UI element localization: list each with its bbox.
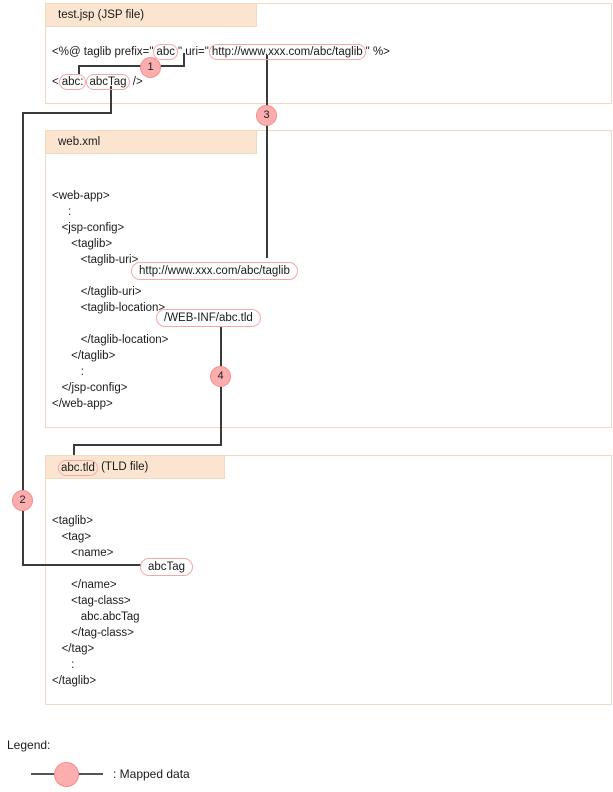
jsp-code-line-1: <%@ taglib prefix="abc" uri="http://www.… <box>52 44 390 60</box>
pill-jsp-prefix-abc: abc <box>153 44 178 60</box>
panel-suffix-abc-tld: (TLD file) <box>101 461 149 473</box>
webxml-code-l9: </taglib-location> <box>52 334 169 346</box>
webxml-code: <web-app> : <jsp-config> <taglib> <tagli… <box>52 188 168 412</box>
marker-4: 4 <box>210 366 231 387</box>
webxml-code-l2: <jsp-config> <box>52 222 125 234</box>
pill-jsp-abctag: abcTag <box>86 74 130 90</box>
webxml-code-l6: </taglib-uri> <box>52 286 142 298</box>
jsp-line1-post: " %> <box>365 46 390 58</box>
tld-code-l7: </tag-class> <box>52 627 134 639</box>
connector-1-seg-right <box>183 53 185 67</box>
panel-header-web-xml: web.xml <box>45 130 257 154</box>
connector-3-vertical <box>266 55 268 258</box>
jsp-line1-pre: <%@ taglib prefix=" <box>52 46 154 58</box>
jsp-code-line-2: <abc:abcTag /> <box>52 74 143 90</box>
tld-code-l8: </tag> <box>52 643 95 655</box>
panel-abc-tld <box>45 455 612 705</box>
marker-1: 1 <box>140 57 161 78</box>
webxml-code-l7: <taglib-location> <box>52 302 166 314</box>
tld-code-l6: abc.abcTag <box>52 611 140 623</box>
legend-entry-text: : Mapped data <box>113 767 190 781</box>
panel-title-web-xml: web.xml <box>58 136 101 148</box>
jsp-line1-mid: " uri=" <box>177 46 209 58</box>
pill-jsp-tagprefix-abc: abc: <box>58 74 87 90</box>
tld-code-l5: <tag-class> <box>52 595 131 607</box>
tld-code-l10: </taglib> <box>52 675 97 687</box>
jsp-line2-post: /> <box>129 76 143 88</box>
panel-suffix-test-jsp: (JSP file) <box>97 9 145 21</box>
pill-tld-filename: abc.tld <box>58 459 98 476</box>
connector-2-seg-long-vertical <box>22 112 24 566</box>
connector-2-seg-bottom-horizontal <box>22 564 142 566</box>
panel-header-test-jsp: test.jsp (JSP file) <box>45 3 257 27</box>
tld-code: <taglib> <tag> <name> </name> <tag-class… <box>52 513 140 689</box>
webxml-code-l13: </web-app> <box>52 398 113 410</box>
tld-code-l2: <name> <box>52 547 114 559</box>
panel-header-abc-tld: abc.tld (TLD file) <box>45 455 225 479</box>
connector-2-seg-top-horizontal <box>22 112 112 114</box>
webxml-code-l10: </taglib> <box>52 350 116 362</box>
webxml-code-l1: : <box>52 206 72 218</box>
webxml-code-l0: <web-app> <box>52 190 110 202</box>
pill-webxml-taglib-uri: http://www.xxx.com/abc/taglib <box>131 262 298 280</box>
pill-webxml-taglib-location: /WEB-INF/abc.tld <box>156 309 261 327</box>
connector-4-seg-vertical-bottom <box>73 444 75 461</box>
legend-marker-dot <box>54 762 79 787</box>
marker-3: 3 <box>256 105 277 126</box>
webxml-code-l3: <taglib> <box>52 238 113 250</box>
marker-2: 2 <box>12 490 33 511</box>
pill-jsp-uri: http://www.xxx.com/abc/taglib <box>208 44 366 60</box>
connector-2-seg-from-jsp <box>110 86 112 113</box>
panel-title-test-jsp: test.jsp <box>58 9 95 21</box>
webxml-code-l4: <taglib-uri> <box>52 254 139 266</box>
connector-4-seg-horizontal <box>73 444 222 446</box>
tld-code-l1: <tag> <box>52 531 92 543</box>
tld-code-l9: : <box>52 659 75 671</box>
webxml-code-l11: : <box>52 366 84 378</box>
webxml-code-l12: </jsp-config> <box>52 382 128 394</box>
tld-code-l0: <taglib> <box>52 515 93 527</box>
jsp-line2-pre: < <box>52 76 59 88</box>
connector-1-seg-left <box>78 65 80 75</box>
legend-title: Legend: <box>7 738 51 752</box>
tld-code-l4: </name> <box>52 579 117 591</box>
connector-1-seg-horizontal <box>78 65 185 67</box>
pill-tld-name-abctag: abcTag <box>140 558 194 576</box>
